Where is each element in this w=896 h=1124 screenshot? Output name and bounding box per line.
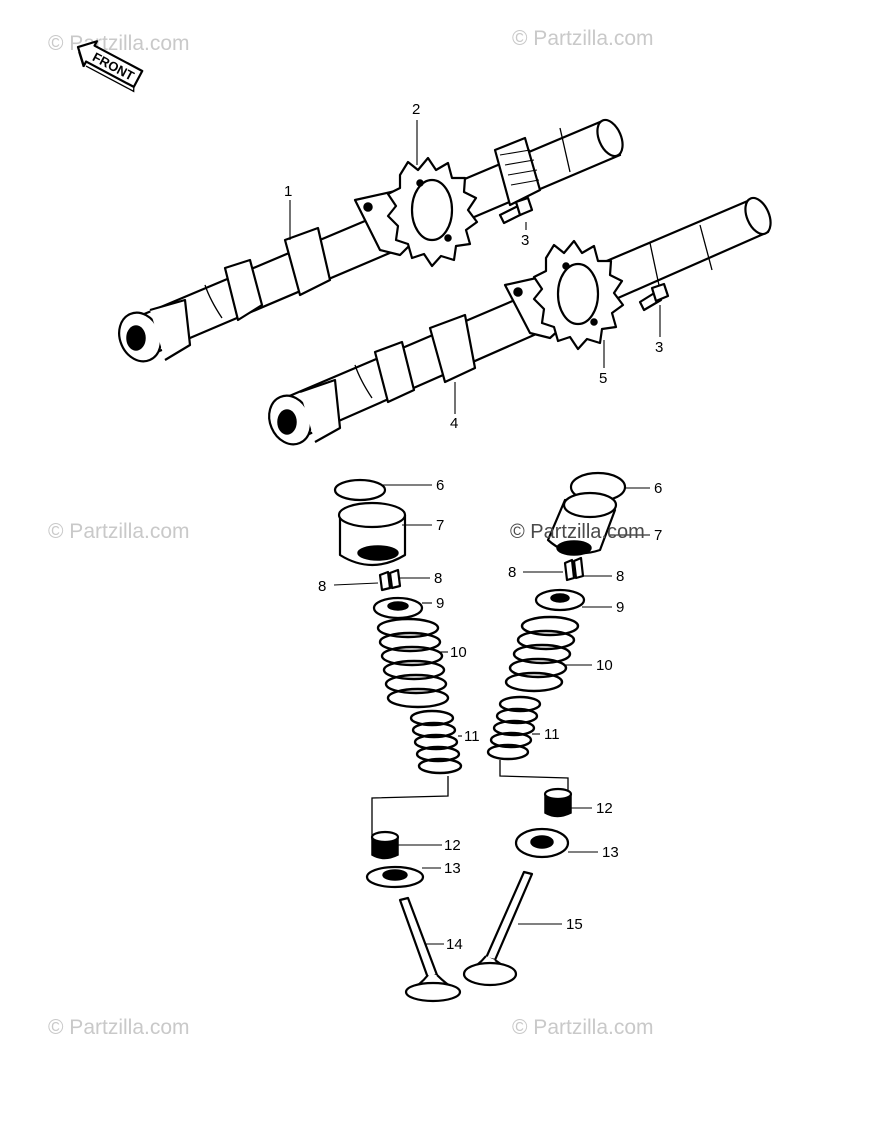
sprocket-bolt-lower xyxy=(638,282,670,312)
callout-12: 12 xyxy=(596,800,613,817)
callout-5: 5 xyxy=(599,370,607,387)
callout-10: 10 xyxy=(450,644,467,661)
valve-stem-seal-left xyxy=(370,830,400,860)
outer-spring-left xyxy=(376,617,450,709)
watermark: © Partzilla.com xyxy=(48,32,190,55)
watermark: © Partzilla.com xyxy=(510,521,645,543)
callout-1: 1 xyxy=(284,183,292,200)
callout-12: 12 xyxy=(444,837,461,854)
exhaust-valve xyxy=(398,896,462,1003)
cam-sprocket-lower xyxy=(532,239,625,351)
callout-labels: 1 2 3 3 4 5 6 7 8 8 9 10 11 12 13 14 6 7… xyxy=(284,101,663,953)
callout-13: 13 xyxy=(602,844,619,861)
callout-6: 6 xyxy=(436,477,444,494)
callout-8: 8 xyxy=(616,568,624,585)
callout-3: 3 xyxy=(521,232,529,249)
callout-11: 11 xyxy=(544,726,560,743)
valve-assembly-right xyxy=(462,471,627,987)
callout-13: 13 xyxy=(444,860,461,877)
sprocket-bolt-upper xyxy=(498,196,534,225)
outer-spring-right xyxy=(504,615,580,693)
valve-lifter-left xyxy=(337,501,407,566)
callout-7: 7 xyxy=(654,527,662,544)
callout-8: 8 xyxy=(434,570,442,587)
valve-keeper-right xyxy=(572,556,585,580)
front-arrow-icon: FRONT xyxy=(76,40,144,93)
watermark: © Partzilla.com xyxy=(512,1016,654,1039)
spring-retainer-left xyxy=(372,596,424,620)
callout-4: 4 xyxy=(450,415,458,432)
callout-9: 9 xyxy=(616,599,624,616)
callout-9: 9 xyxy=(436,595,444,612)
cam-sprocket-upper xyxy=(386,156,479,268)
valve-assembly-left xyxy=(333,478,463,1003)
callout-3: 3 xyxy=(655,339,663,356)
spring-retainer-right xyxy=(534,588,586,612)
watermark: © Partzilla.com xyxy=(512,27,654,50)
valve-keeper-left xyxy=(378,570,392,592)
callout-8: 8 xyxy=(508,564,516,581)
callout-6: 6 xyxy=(654,480,662,497)
valve-lifter-right xyxy=(546,491,618,556)
intake-valve xyxy=(462,870,534,987)
valve-shim-left xyxy=(333,478,387,502)
callout-15: 15 xyxy=(566,916,583,933)
callout-2: 2 xyxy=(412,101,420,118)
camshaft-lower xyxy=(268,196,772,446)
callout-14: 14 xyxy=(446,936,463,953)
callout-8: 8 xyxy=(318,578,326,595)
valve-keeper-right xyxy=(563,558,576,582)
watermark: © Partzilla.com xyxy=(48,520,190,543)
leader-lines xyxy=(289,120,661,945)
callout-11: 11 xyxy=(464,728,480,745)
valve-keeper-left xyxy=(388,568,402,590)
spring-seat-left xyxy=(365,865,425,889)
spring-seat-right xyxy=(514,827,570,859)
callout-7: 7 xyxy=(436,517,444,534)
valve-stem-seal-right xyxy=(543,787,573,818)
inner-spring-right xyxy=(486,695,542,761)
callout-10: 10 xyxy=(596,657,613,674)
watermark: © Partzilla.com xyxy=(48,1016,190,1039)
inner-spring-left xyxy=(409,709,463,775)
